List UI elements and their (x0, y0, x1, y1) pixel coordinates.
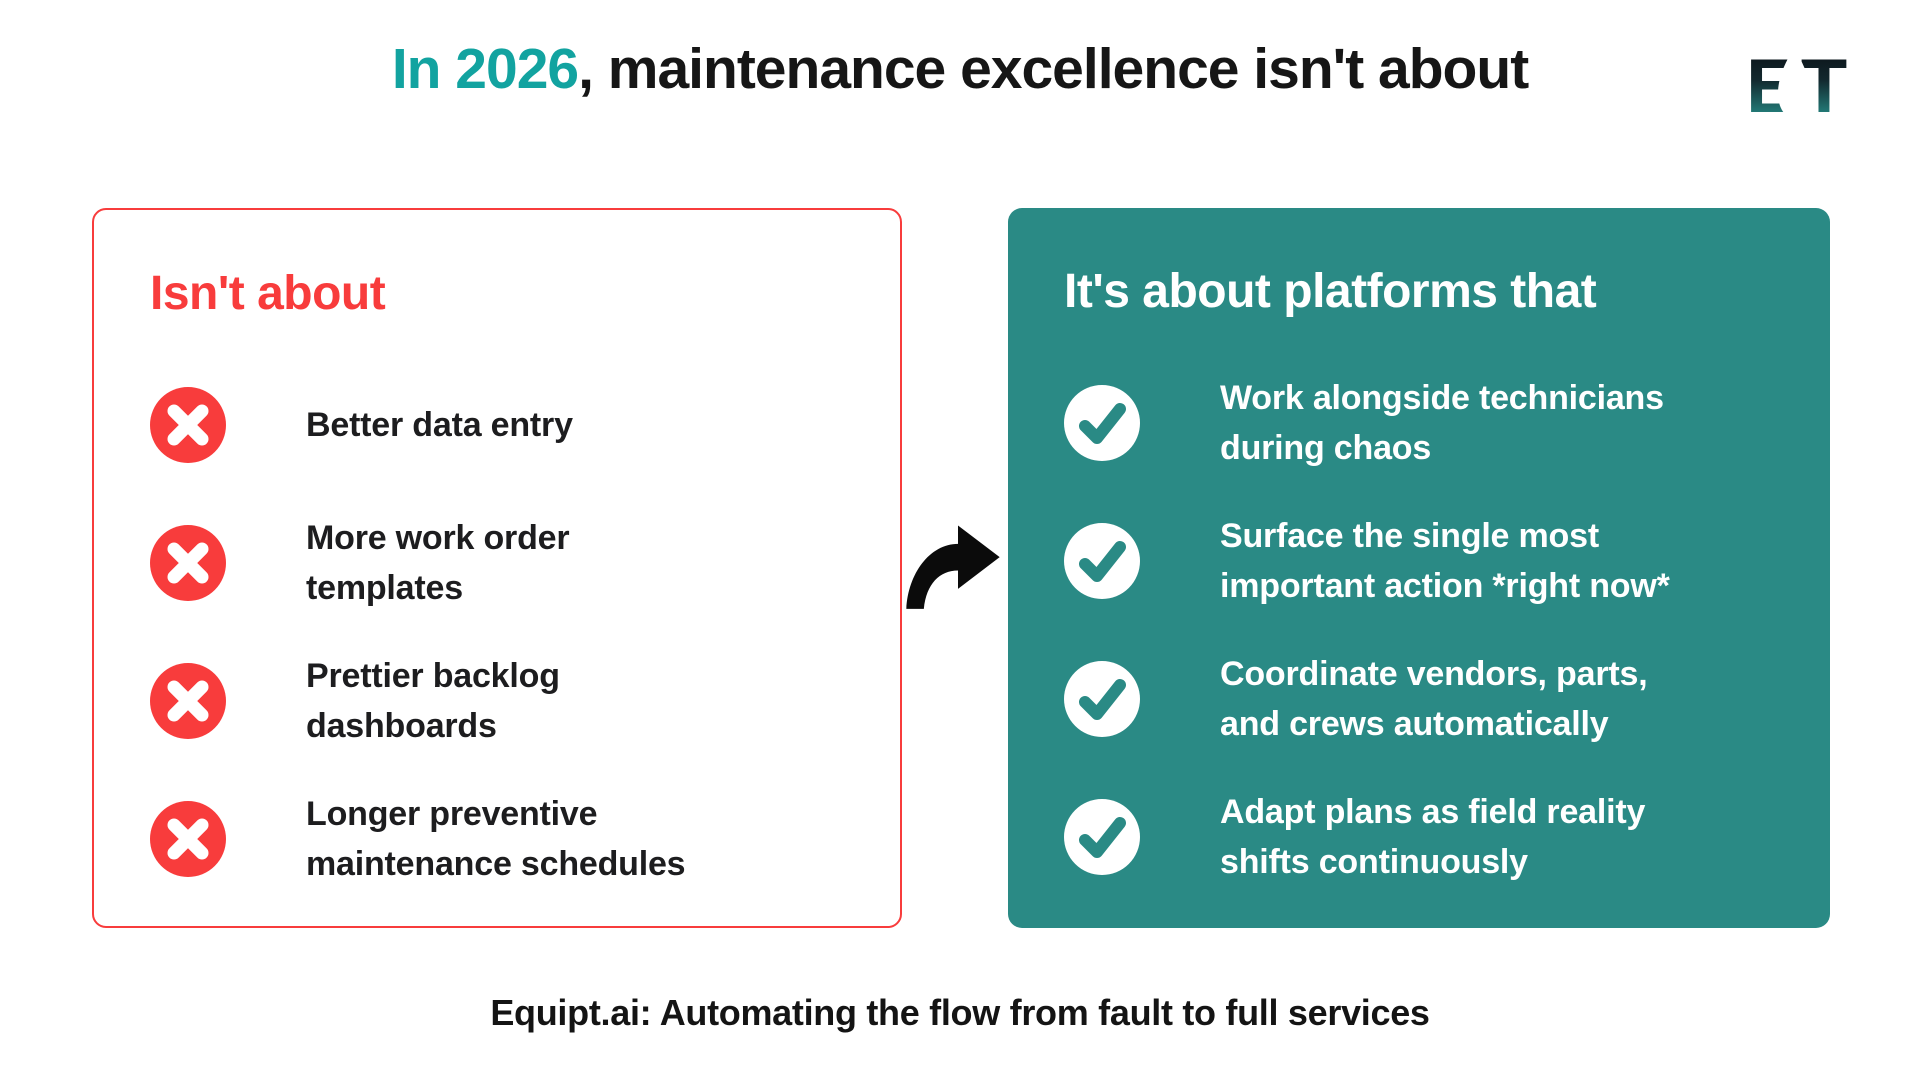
curved-arrow-svg (906, 525, 1000, 609)
item-text-line: Coordinate vendors, parts, (1220, 655, 1648, 693)
list-item: Better data entry (150, 374, 850, 476)
list-item: Work alongside technicians during chaos (1064, 372, 1780, 474)
item-text-line: More work order (306, 519, 570, 557)
item-text-line: Work alongside technicians (1220, 379, 1664, 417)
list-item: Surface the single most important action… (1064, 510, 1780, 612)
list-item: Adapt plans as field reality shifts cont… (1064, 786, 1780, 888)
footer-tagline: Equipt.ai: Automating the flow from faul… (490, 992, 1430, 1033)
check-circle-icon (1064, 523, 1140, 599)
x-circle-icon (150, 801, 226, 877)
brand-logo-leaf-shape (1778, 48, 1810, 118)
list-item: Longer preventive maintenance schedules (150, 788, 850, 890)
item-text-line: Prettier backlog (306, 657, 560, 695)
item-text-line: Better data entry (306, 406, 573, 444)
its-about-card: It's about platforms that Work alongside… (1008, 208, 1830, 928)
curved-arrow-icon (903, 520, 1003, 616)
brand-logo-icon: ET (1744, 44, 1876, 129)
item-text-line: during chaos (1220, 429, 1432, 467)
check-circle-icon (1064, 385, 1140, 461)
item-text: Longer preventive maintenance schedules (306, 789, 686, 889)
page-title-rest: , maintenance excellence isn't about (578, 37, 1529, 101)
item-text-line: shifts continuously (1220, 843, 1528, 881)
isnt-about-card: Isn't about Better data entry More w (92, 208, 902, 928)
item-text-line: Longer preventive (306, 795, 598, 833)
item-text-line: maintenance schedules (306, 845, 686, 883)
list-item: More work order templates (150, 512, 850, 614)
item-text-line: Adapt plans as field reality (1220, 793, 1646, 831)
item-text-line: important action *right now* (1220, 567, 1670, 605)
item-text: Better data entry (306, 400, 573, 450)
item-text-line: Surface the single most (1220, 517, 1599, 555)
list-item: Prettier backlog dashboards (150, 650, 850, 752)
isnt-about-list: Better data entry More work order templa… (150, 374, 850, 890)
check-circle-icon (1064, 799, 1140, 875)
item-text: Surface the single most important action… (1220, 511, 1670, 611)
its-about-list: Work alongside technicians during chaos … (1064, 372, 1780, 888)
x-circle-icon (150, 525, 226, 601)
item-text: Work alongside technicians during chaos (1220, 373, 1664, 473)
check-circle-icon (1064, 661, 1140, 737)
list-item: Coordinate vendors, parts, and crews aut… (1064, 648, 1780, 750)
its-about-heading: It's about platforms that (1064, 265, 1597, 318)
item-text-line: templates (306, 569, 463, 607)
brand-logo-svg: ET (1746, 44, 1847, 129)
item-text: Prettier backlog dashboards (306, 651, 560, 751)
page-title-highlight: In 2026 (391, 37, 579, 101)
item-text: Coordinate vendors, parts, and crews aut… (1220, 649, 1648, 749)
item-text-line: dashboards (306, 707, 497, 745)
item-text: More work order templates (306, 513, 570, 613)
x-circle-icon (150, 387, 226, 463)
page-title: In 2026, maintenance excellence isn't ab… (0, 36, 1920, 102)
item-text-line: and crews automatically (1220, 705, 1609, 743)
isnt-about-heading: Isn't about (150, 267, 386, 320)
x-circle-icon (150, 663, 226, 739)
item-text: Adapt plans as field reality shifts cont… (1220, 787, 1645, 887)
